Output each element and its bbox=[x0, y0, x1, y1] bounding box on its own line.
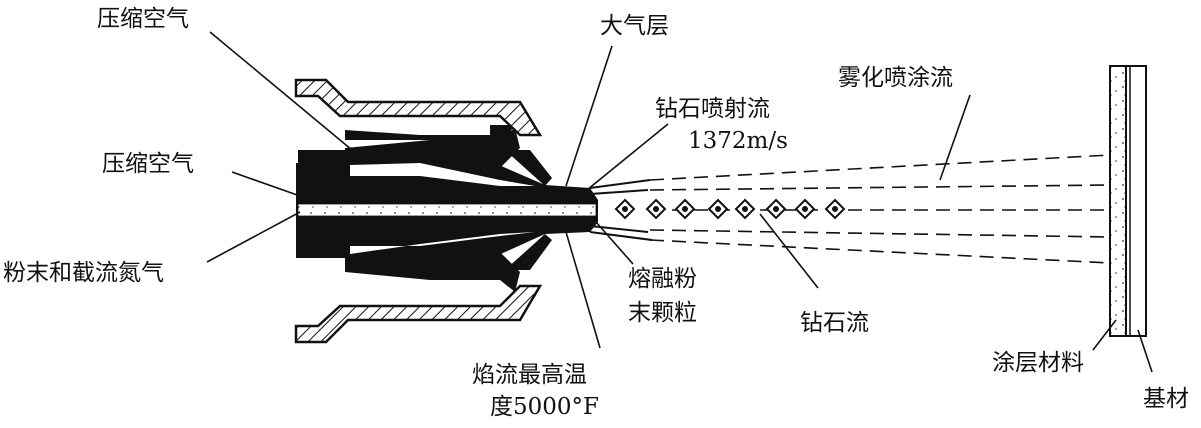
label-compressed-air-top: 压缩空气 bbox=[97, 6, 189, 32]
leader-coating bbox=[1092, 319, 1117, 351]
label-flame-temp-2: 度5000°F bbox=[490, 394, 599, 420]
nozzle-cone-upper bbox=[505, 150, 552, 186]
label-substrate: 基材 bbox=[1143, 386, 1189, 412]
air-channel-upper bbox=[350, 163, 535, 186]
diamond-particle bbox=[614, 198, 636, 220]
leader-powder-nitrogen bbox=[206, 211, 301, 263]
leader-lines bbox=[206, 31, 1153, 373]
leader-atomized-spray bbox=[939, 94, 971, 181]
air-channels bbox=[350, 163, 535, 254]
outer-housing bbox=[294, 78, 543, 344]
nozzle-inner-lower bbox=[345, 252, 520, 292]
diamond-particles bbox=[614, 198, 846, 220]
housing-top bbox=[294, 78, 543, 137]
leader-molten-powder bbox=[595, 221, 634, 265]
nozzle-cone-lower bbox=[505, 234, 552, 270]
target-plate bbox=[1109, 65, 1147, 337]
label-diamond-stream: 钻石流 bbox=[800, 310, 869, 336]
diamond-particle bbox=[674, 198, 696, 220]
powder-channel bbox=[297, 203, 597, 217]
housing-bottom bbox=[294, 284, 543, 344]
label-compressed-air-side: 压缩空气 bbox=[102, 151, 194, 177]
leader-substrate bbox=[1137, 329, 1153, 373]
label-flame-temp-1: 焰流最高温 bbox=[472, 362, 587, 388]
leader-diamond-jet bbox=[581, 123, 669, 195]
diamond-particle bbox=[645, 198, 667, 220]
leader-diamond-stream bbox=[759, 213, 819, 289]
label-coating-material: 涂层材料 bbox=[992, 350, 1084, 376]
label-diamond-jet: 钻石喷射流 bbox=[655, 96, 770, 122]
label-powder-nitrogen: 粉末和截流氮气 bbox=[3, 260, 164, 286]
diamond-particle bbox=[794, 198, 816, 220]
diamond-particle bbox=[765, 198, 787, 220]
leader-compressed-air-top bbox=[209, 31, 353, 151]
label-jet-speed: 1372m/s bbox=[688, 128, 788, 154]
label-molten-powder-1: 熔融粉 bbox=[628, 266, 697, 292]
label-molten-powder-2: 末颗粒 bbox=[628, 300, 697, 326]
coating-layer bbox=[1109, 65, 1127, 337]
leader-atmosphere bbox=[565, 45, 613, 187]
leader-flame-temp bbox=[565, 231, 601, 349]
leader-compressed-air-side bbox=[231, 171, 301, 197]
label-atomized-spray: 雾化喷涂流 bbox=[838, 65, 953, 91]
label-atmosphere-layer: 大气层 bbox=[600, 13, 669, 39]
nozzle-black-upper bbox=[298, 125, 512, 163]
air-channel-lower bbox=[350, 232, 535, 254]
substrate-layer bbox=[1125, 65, 1147, 337]
nozzle-inner-upper bbox=[345, 128, 520, 168]
diamond-particle bbox=[707, 198, 729, 220]
diamond-particle bbox=[734, 198, 756, 220]
diamond-particle bbox=[824, 198, 846, 220]
